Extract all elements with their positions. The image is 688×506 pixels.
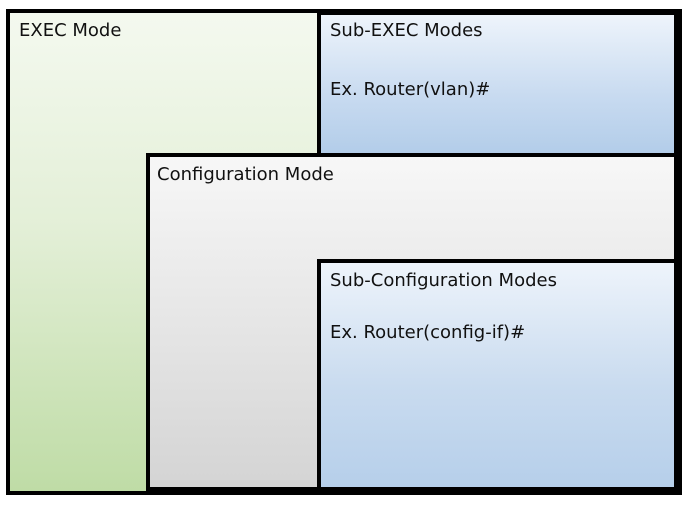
- sub-configuration-modes-label: Sub-Configuration Modes: [330, 270, 557, 291]
- sub-configuration-modes-region: [317, 259, 678, 491]
- sub-exec-modes-region: [317, 11, 678, 157]
- sub-exec-modes-label: Sub-EXEC Modes: [330, 20, 483, 41]
- sub-configuration-example: Ex. Router(config-if)#: [330, 322, 526, 343]
- sub-exec-example: Ex. Router(vlan)#: [330, 79, 491, 100]
- configuration-mode-label: Configuration Mode: [157, 164, 334, 185]
- exec-mode-label: EXEC Mode: [19, 20, 122, 41]
